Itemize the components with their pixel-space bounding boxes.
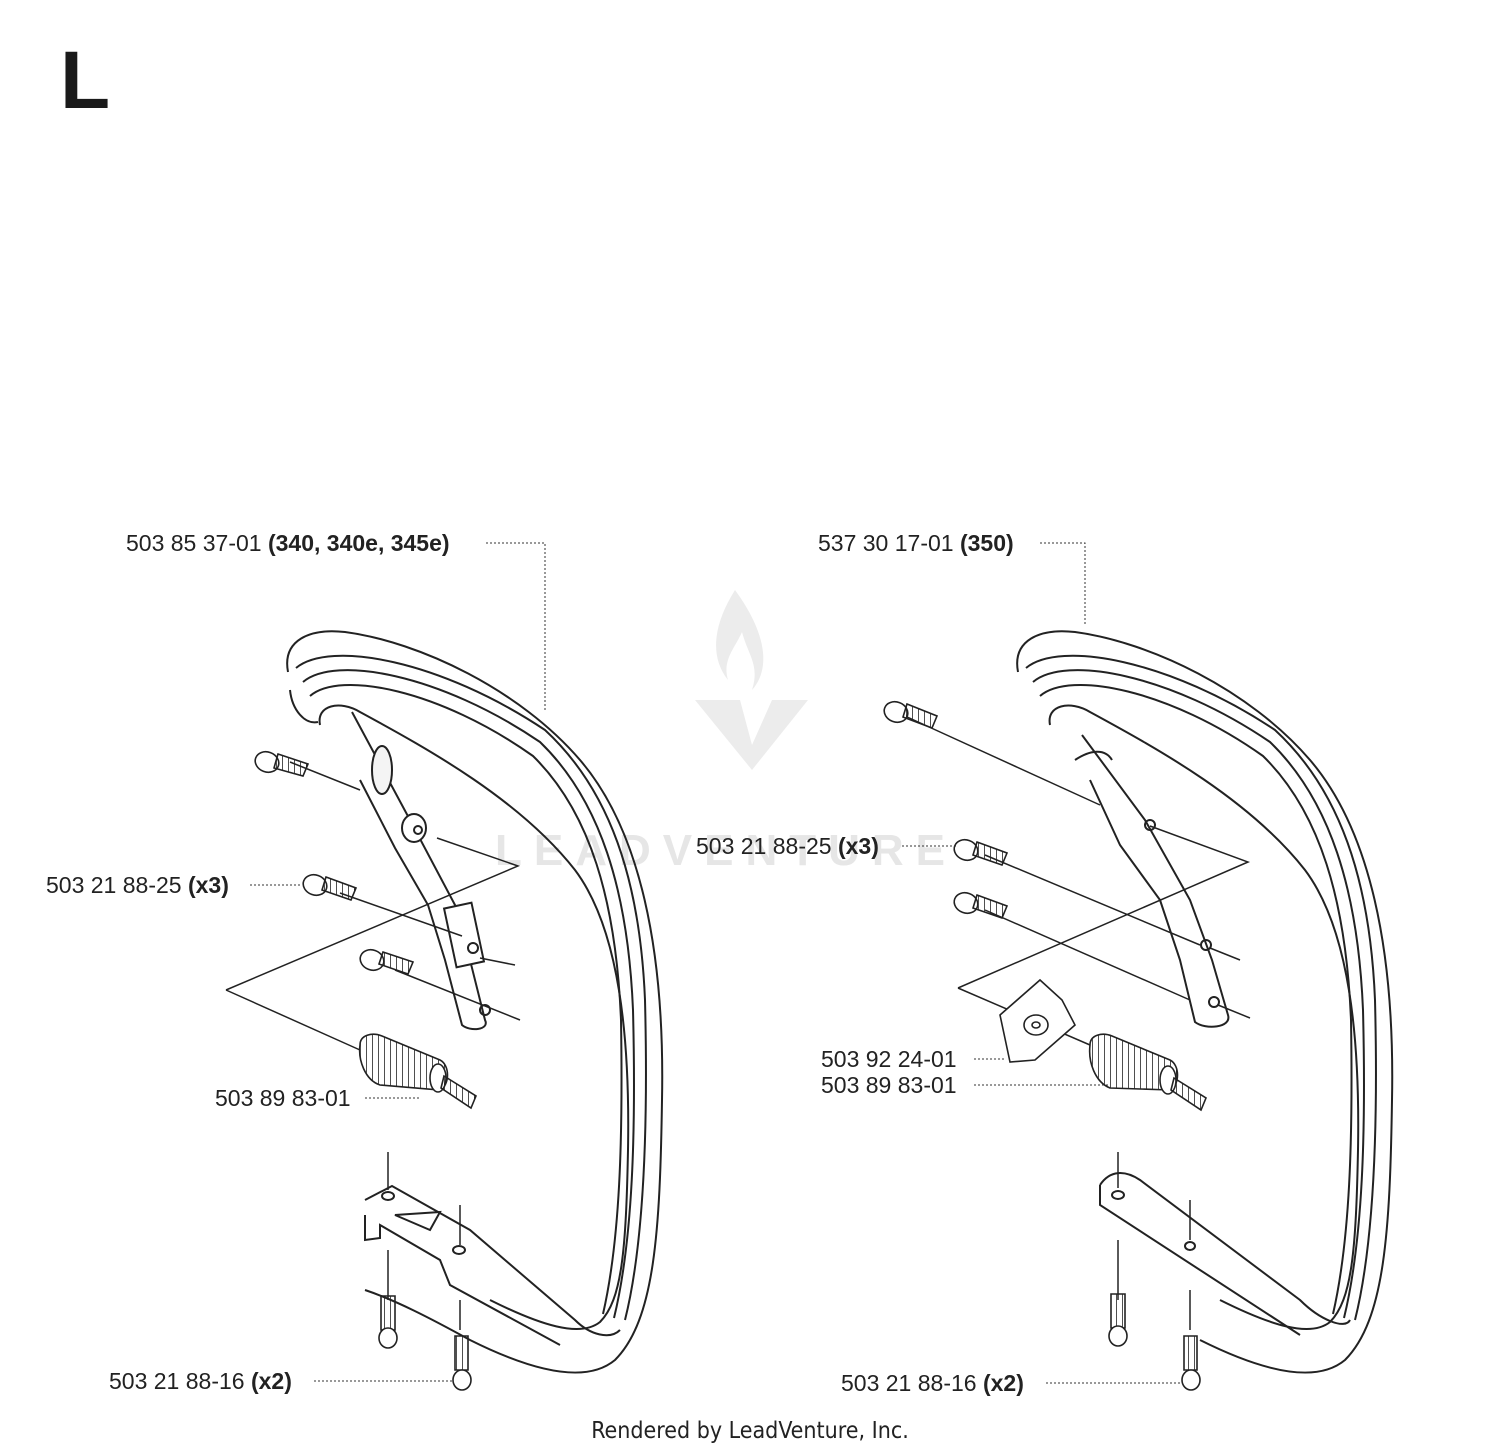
right-bottom-screw-part-number: 503 21 88-16 — [841, 1370, 977, 1396]
right-bottom-screw-2 — [1181, 1335, 1201, 1391]
right-damper-label: 503 89 83-01 — [821, 1074, 957, 1097]
right-bottom-screw-quantity: (x2) — [982, 1370, 1024, 1396]
right-screw-quantity: (x3) — [837, 833, 879, 859]
left-assembly-guide-lines — [225, 761, 521, 1330]
left-handle-model-note: (340, 340e, 345e) — [267, 530, 450, 556]
left-damper-spring — [358, 1033, 477, 1110]
section-letter: L — [60, 35, 111, 126]
right-mounting-bracket — [999, 978, 1076, 1063]
left-screw-middle — [302, 873, 358, 902]
right-handle-label: 537 30 17-01 (350) — [818, 532, 1014, 555]
right-screw-bottom — [953, 891, 1009, 920]
left-screw-label: 503 21 88-25 (x3) — [46, 874, 229, 897]
right-bracket-part-number: 503 92 24-01 — [821, 1046, 957, 1072]
right-handle-part-number: 537 30 17-01 — [818, 530, 954, 556]
left-bottom-screw-quantity: (x2) — [250, 1368, 292, 1394]
left-handle-part-number: 503 85 37-01 — [126, 530, 262, 556]
left-bottom-screw-1 — [378, 1295, 398, 1349]
watermark-logo-icon — [695, 590, 808, 770]
footer-credit: Rendered by LeadVenture, Inc. — [591, 1418, 909, 1444]
right-front-handle — [1016, 630, 1394, 1374]
left-bottom-screw-2 — [452, 1335, 472, 1391]
right-damper-part-number: 503 89 83-01 — [821, 1072, 957, 1098]
right-bracket-label: 503 92 24-01 — [821, 1048, 957, 1071]
right-screw-part-number: 503 21 88-25 — [696, 833, 832, 859]
left-bottom-screw-part-number: 503 21 88-16 — [109, 1368, 245, 1394]
right-bottom-screw-1 — [1108, 1293, 1128, 1347]
right-screw-label: 503 21 88-25 (x3) — [696, 835, 879, 858]
left-screw-part-number: 503 21 88-25 — [46, 872, 182, 898]
left-screw-bottom — [359, 948, 415, 976]
left-damper-label: 503 89 83-01 — [215, 1087, 351, 1110]
right-damper-spring — [1088, 1033, 1207, 1112]
right-label-leaders — [902, 542, 1182, 1384]
right-screw-top — [883, 700, 939, 730]
left-bottom-screw-label: 503 21 88-16 (x2) — [109, 1370, 292, 1393]
left-handle-label: 503 85 37-01 (340, 340e, 345e) — [126, 532, 450, 555]
left-label-leaders — [250, 542, 546, 1382]
left-screw-top — [254, 750, 310, 777]
right-assembly-guide-lines — [904, 715, 1251, 1330]
watermark-text: LEADVENTURE — [495, 826, 958, 875]
left-screw-quantity: (x3) — [187, 872, 229, 898]
left-front-handle — [286, 630, 664, 1374]
left-damper-part-number: 503 89 83-01 — [215, 1085, 351, 1111]
right-handle-model-note: (350) — [959, 530, 1014, 556]
right-screw-middle — [953, 838, 1009, 867]
right-bottom-screw-label: 503 21 88-16 (x2) — [841, 1372, 1024, 1395]
